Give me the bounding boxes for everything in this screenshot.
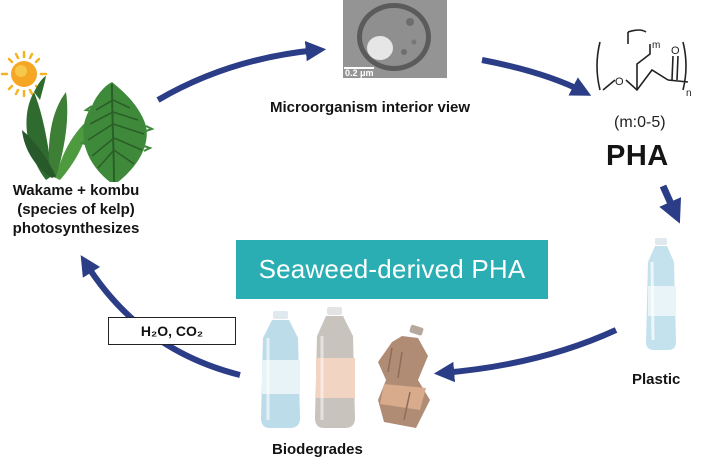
sun-icon xyxy=(0,50,48,98)
biodegrades-label: Biodegrades xyxy=(272,441,363,458)
oxygen-atom: O xyxy=(615,76,624,88)
bottle-degrading-icon xyxy=(315,307,355,428)
micrograph-image: 0.2 μm xyxy=(343,0,447,78)
kelp-label: Wakame + kombu (species of kelp) photosy… xyxy=(12,182,140,237)
title-banner: Seaweed-derived PHA xyxy=(236,240,548,299)
arrow-pha-to-plastic xyxy=(659,184,682,224)
scale-bar-label: 0.2 μm xyxy=(345,68,374,78)
arrow-micro-to-pha xyxy=(481,57,592,96)
pha-formula-note: (m:0-5) xyxy=(614,114,666,131)
cycle-output-box: H₂O, CO₂ xyxy=(108,317,236,345)
subscript-n: n xyxy=(686,88,692,99)
kombu-icon xyxy=(79,82,155,183)
bottle-crumpled-icon xyxy=(378,324,430,428)
microorganism-label: Microorganism interior view xyxy=(270,99,471,116)
pha-structure xyxy=(596,29,689,92)
pha-label: PHA xyxy=(606,140,669,172)
wakame-icon xyxy=(22,76,90,180)
plastic-label: Plastic xyxy=(632,371,681,388)
bottle-intact-icon xyxy=(261,311,300,428)
arrow-kelp-to-micro xyxy=(156,40,327,103)
arrow-plastic-to-bottles xyxy=(433,327,618,383)
carbonyl-oxygen: O xyxy=(671,45,680,57)
subscript-m: m xyxy=(652,40,660,51)
plastic-bottle-icon xyxy=(646,238,676,350)
